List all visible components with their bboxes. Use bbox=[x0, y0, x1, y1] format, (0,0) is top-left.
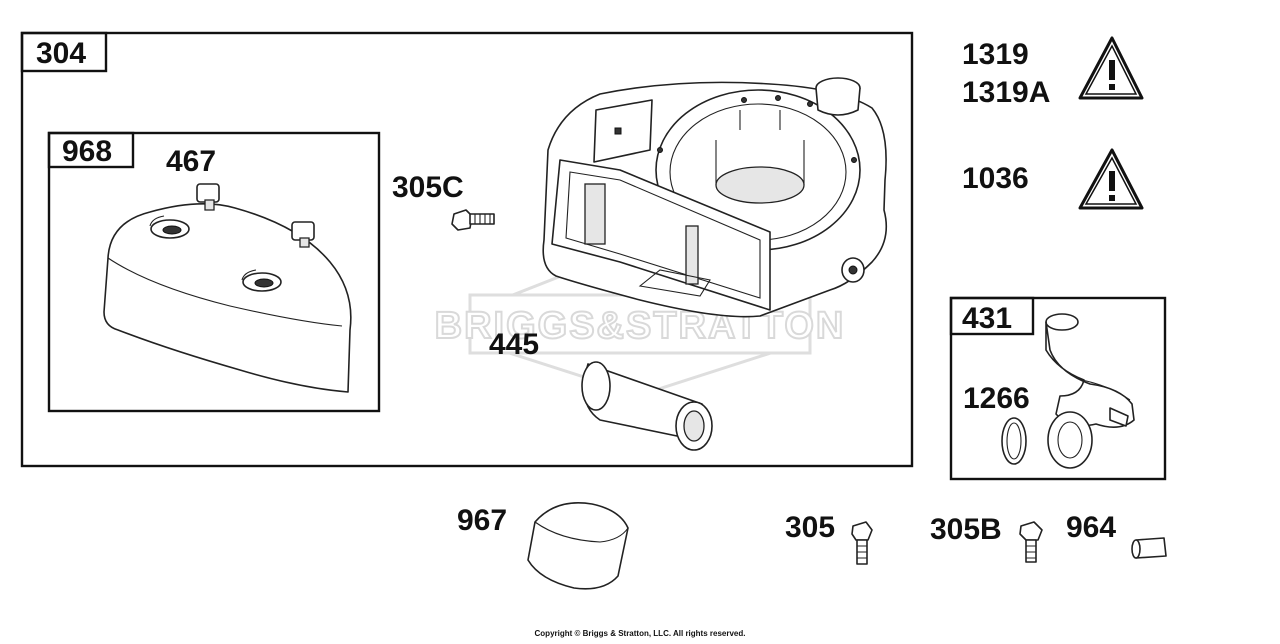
kit-box-968: 968 bbox=[47, 131, 381, 413]
callout-305: 305 bbox=[785, 511, 835, 544]
callout-1036: 1036 bbox=[962, 162, 1029, 195]
retainer-clip-part bbox=[196, 183, 315, 248]
intake-elbow-part bbox=[1045, 313, 1135, 469]
callout-305c: 305C bbox=[392, 171, 464, 204]
kit-box-304: 304 bbox=[20, 31, 914, 468]
air-cleaner-cover-part bbox=[103, 203, 352, 393]
blower-housing-part bbox=[542, 77, 888, 318]
callout-467: 467 bbox=[166, 145, 216, 178]
callout-445: 445 bbox=[489, 328, 539, 361]
kit-box-431: 431 bbox=[949, 296, 1167, 481]
air-filter-cartridge-part bbox=[581, 361, 713, 451]
callout-1266: 1266 bbox=[963, 382, 1030, 415]
box-label-304: 304 bbox=[36, 37, 86, 70]
o-ring-1266-part bbox=[1001, 417, 1027, 465]
box-label-431: 431 bbox=[962, 302, 1012, 335]
brand-watermark: BRIGGS&STRATTON bbox=[434, 243, 846, 397]
callout-1319: 1319 bbox=[962, 38, 1029, 71]
screw-305-part bbox=[851, 521, 873, 565]
warning-triangle-icon bbox=[1078, 36, 1144, 100]
callout-964: 964 bbox=[1066, 511, 1116, 544]
callout-305b: 305B bbox=[930, 513, 1002, 546]
screw-305c-part bbox=[451, 209, 495, 231]
warning-triangle-icon bbox=[1078, 148, 1144, 210]
callout-1319a: 1319A bbox=[962, 76, 1050, 109]
sleeve-964-part bbox=[1131, 537, 1167, 559]
box-label-968: 968 bbox=[62, 135, 112, 168]
pre-cleaner-sleeve-part bbox=[527, 502, 629, 590]
copyright-notice: Copyright © Briggs & Stratton, LLC. All … bbox=[534, 629, 746, 638]
screw-305b-part bbox=[1019, 521, 1043, 563]
callout-967: 967 bbox=[457, 504, 507, 537]
brand-watermark-text: BRIGGS&STRATTON bbox=[435, 305, 846, 347]
